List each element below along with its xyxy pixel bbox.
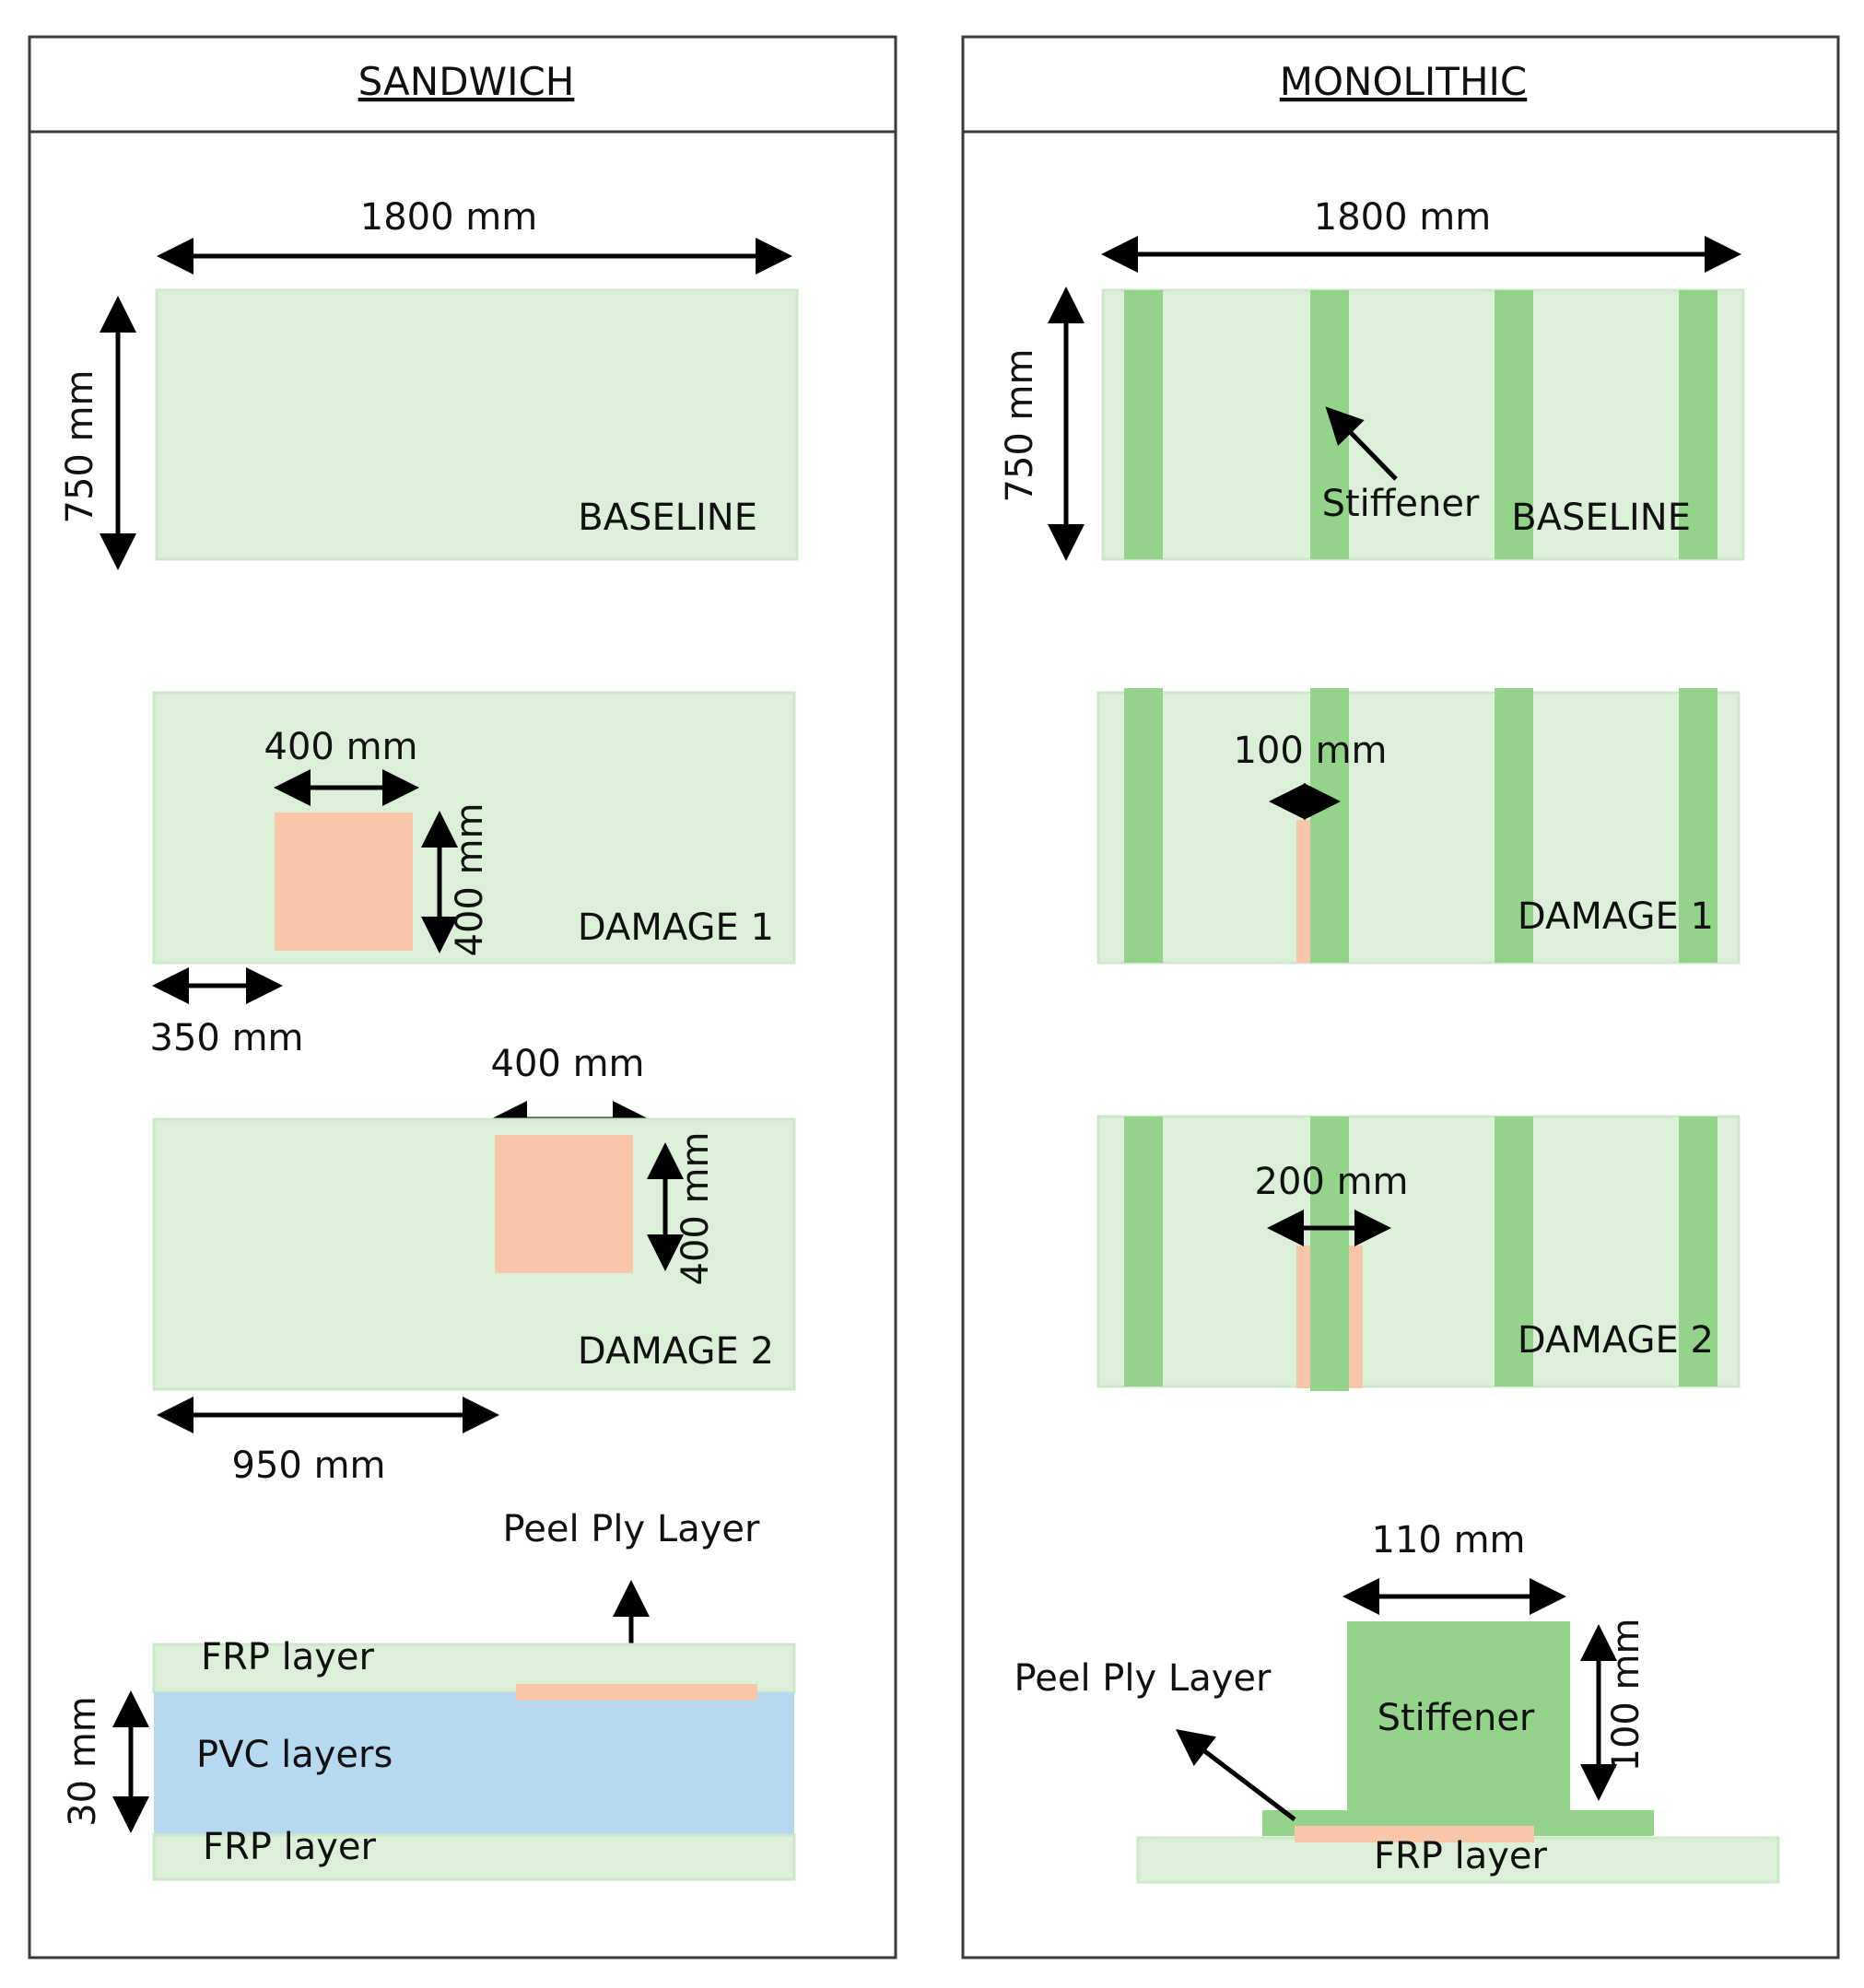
monolithic-damage1-panel: [1096, 691, 1741, 965]
sandwich-frame: [28, 35, 897, 1959]
sandwich-width-dim: 1800 mm: [360, 196, 537, 239]
sandwich-damage2-height-dim: 400 mm: [674, 1132, 717, 1286]
sandwich-damage2-offset-dim: 950 mm: [232, 1444, 386, 1487]
monolithic-frame: [961, 35, 1840, 1959]
sandwich-damage2-patch: [495, 1135, 633, 1273]
sandwich-damage1-patch: [275, 813, 413, 951]
sandwich-pvc-label: PVC layers: [196, 1734, 393, 1776]
monolithic-title: MONOLITHIC: [1280, 59, 1528, 104]
sandwich-baseline-panel: [155, 288, 799, 561]
monolithic-damage1-stiffener-3: [1495, 688, 1533, 963]
sandwich-damage1-panel: [152, 691, 796, 965]
monolithic-panel: MONOLITHIC 1800 mm 750 mm Stiffener BASE…: [961, 35, 1840, 1959]
monolithic-damage1-stiffener-1: [1124, 688, 1163, 963]
monolithic-damage2-stiffener-3: [1495, 1117, 1533, 1386]
monolithic-height-dim: 750 mm: [999, 349, 1041, 503]
sandwich-baseline-label: BASELINE: [578, 497, 757, 539]
monolithic-frp-base: [1136, 1836, 1780, 1884]
monolithic-section-height-dim: 100 mm: [1605, 1619, 1647, 1772]
sandwich-frp-bottom-label: FRP layer: [203, 1826, 377, 1868]
sandwich-panel: SANDWICH 1800 mm 750 mm BASELINE 400 mm …: [28, 35, 897, 1959]
monolithic-width-dim: 1800 mm: [1314, 196, 1491, 239]
monolithic-baseline-label: BASELINE: [1511, 497, 1691, 539]
sandwich-height-dim: 750 mm: [59, 370, 101, 524]
sandwich-damage2-label: DAMAGE 2: [578, 1330, 774, 1373]
monolithic-damage2-label: DAMAGE 2: [1518, 1319, 1714, 1362]
monolithic-peel-ply-strip: [1295, 1826, 1534, 1842]
sandwich-damage2-width-dim: 400 mm: [491, 1043, 645, 1085]
sandwich-damage1-offset-dim: 350 mm: [150, 1017, 304, 1059]
monolithic-stiffener-pointer-arrow: [1325, 406, 1398, 481]
monolithic-stiffener-label: Stiffener: [1322, 483, 1480, 525]
sandwich-damage1-height-dim: 400 mm: [449, 803, 491, 957]
sandwich-frp-top-label: FRP layer: [201, 1636, 375, 1678]
monolithic-damage1-patch: [1296, 820, 1310, 963]
monolithic-baseline-stiffener-1: [1124, 290, 1163, 559]
sandwich-pvc-core: [154, 1692, 794, 1835]
monolithic-section-width-dim: 110 mm: [1372, 1519, 1526, 1561]
monolithic-damage2-stiffener-2: [1310, 1117, 1349, 1391]
monolithic-stiffener-section-label: Stiffener: [1377, 1697, 1535, 1739]
sandwich-thickness-dim: 30 mm: [62, 1696, 104, 1827]
sandwich-damage1-width-dim: 400 mm: [264, 726, 418, 768]
monolithic-baseline-stiffener-4: [1679, 290, 1717, 559]
monolithic-peel-ply-arrow: [1176, 1728, 1296, 1821]
sandwich-damage2-panel: [152, 1117, 796, 1391]
monolithic-damage2-panel: [1096, 1115, 1741, 1388]
monolithic-peel-ply-label: Peel Ply Layer: [1014, 1657, 1272, 1700]
monolithic-stiffener-web: [1347, 1621, 1570, 1813]
monolithic-baseline-stiffener-3: [1495, 290, 1533, 559]
monolithic-damage1-stiffener-2: [1310, 688, 1349, 963]
monolithic-damage2-width-dim: 200 mm: [1255, 1161, 1409, 1203]
monolithic-frp-label: FRP layer: [1374, 1835, 1548, 1877]
monolithic-baseline-panel: [1101, 288, 1745, 561]
sandwich-peel-ply-strip: [516, 1684, 757, 1701]
sandwich-frp-bottom-layer: [152, 1833, 796, 1881]
sandwich-damage1-label: DAMAGE 1: [578, 906, 774, 949]
monolithic-damage1-label: DAMAGE 1: [1518, 895, 1714, 938]
monolithic-damage1-stiffener-4: [1679, 688, 1717, 963]
sandwich-peel-ply-label: Peel Ply Layer: [503, 1508, 760, 1550]
monolithic-damage2-stiffener-4: [1679, 1117, 1717, 1386]
monolithic-damage2-stiffener-1: [1124, 1117, 1163, 1386]
sandwich-title: SANDWICH: [358, 59, 575, 104]
monolithic-damage1-width-dim: 100 mm: [1234, 730, 1388, 772]
